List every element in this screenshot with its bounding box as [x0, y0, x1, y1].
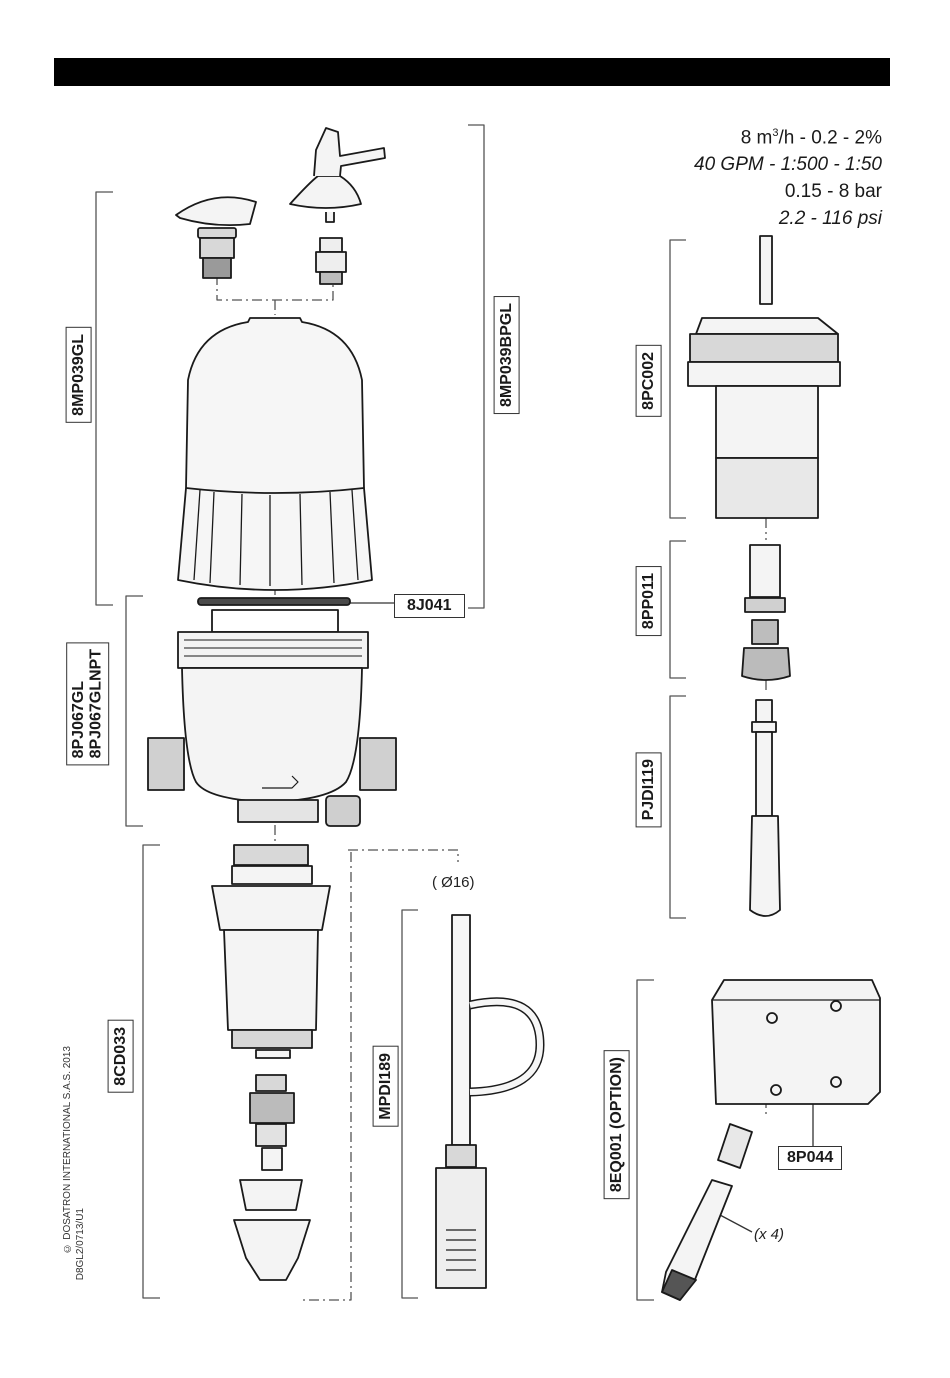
plunger-rod	[750, 700, 780, 916]
suction-hose	[436, 915, 540, 1288]
cap-left	[176, 197, 256, 225]
label-piston: 8PC002	[636, 345, 662, 417]
label-seal: 8J041	[394, 594, 465, 618]
bracket-sleeve	[718, 1124, 752, 1168]
connector-right	[316, 238, 346, 284]
label-pump-body: 8PJ067GL 8PJ067GLNPT	[66, 642, 109, 765]
label-upper-housing: 8MP039GL	[66, 327, 92, 423]
wall-bracket	[712, 980, 880, 1104]
label-injection-kit: 8CD033	[108, 1020, 134, 1093]
bracket-anchor	[662, 1180, 732, 1300]
plunger	[742, 545, 790, 680]
label-bracket: 8P044	[778, 1146, 842, 1170]
label-suction-hose: MPDI189	[373, 1046, 399, 1127]
label-quantity: (x 4)	[754, 1226, 784, 1243]
injector-cap	[290, 128, 385, 222]
piston-assembly	[688, 236, 840, 518]
label-bracket-option: 8EQ001 (OPTION)	[604, 1050, 630, 1199]
label-upper-housing-bp: 8MP039BPGL	[494, 296, 520, 414]
pump-body	[148, 610, 396, 826]
seal-ring	[198, 598, 350, 605]
document-reference: D8GL2/0713/U1	[75, 1208, 87, 1280]
label-plunger: 8PP011	[636, 566, 662, 636]
upper-housing	[178, 318, 372, 590]
label-hose-diameter: ( Ø16)	[432, 874, 475, 891]
copyright-note: © DOSATRON INTERNATIONAL S.A.S. 2013	[62, 1046, 74, 1254]
injection-kit	[212, 845, 330, 1280]
connector-left	[198, 228, 236, 278]
label-plunger-rod: PJDI119	[636, 752, 662, 827]
